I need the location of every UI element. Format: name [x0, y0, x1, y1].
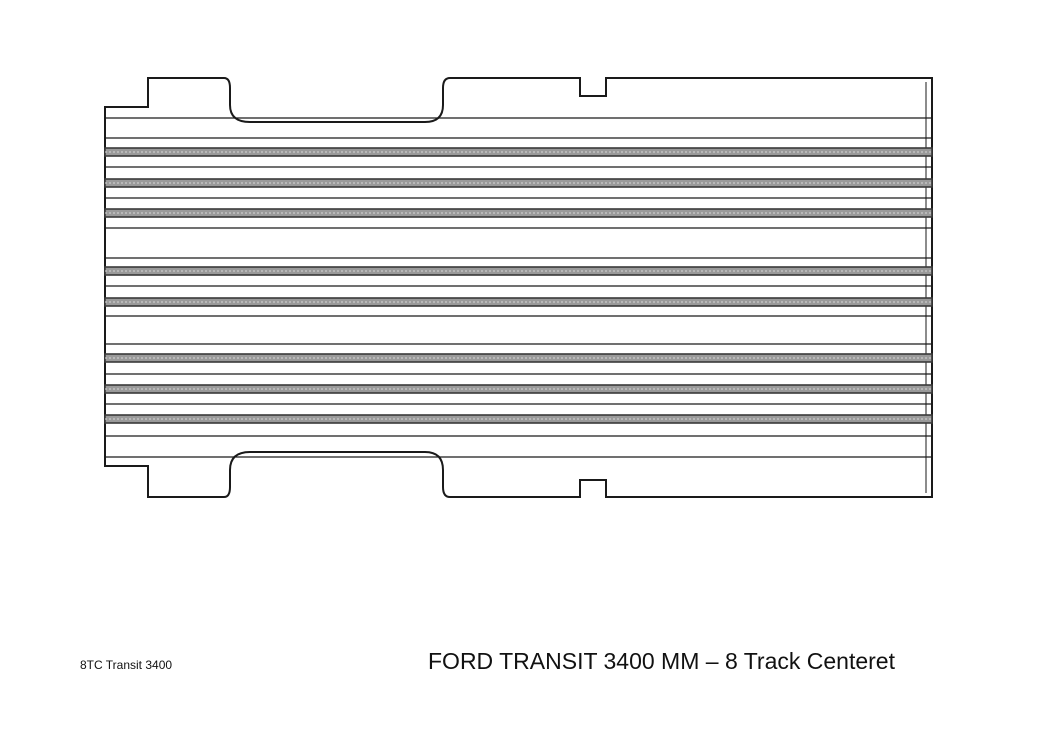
track-rail: [104, 297, 933, 307]
drawing-title: FORD TRANSIT 3400 MM – 8 Track Centeret: [428, 648, 895, 674]
track-rail: [104, 178, 933, 188]
track-rail: [104, 266, 933, 276]
drawing-code-label: 8TC Transit 3400: [80, 658, 173, 672]
track-rail: [104, 414, 933, 424]
floor-ribs: [105, 137, 932, 437]
track-rail: [104, 208, 933, 218]
track-group: [104, 147, 933, 424]
track-rail: [104, 353, 933, 363]
track-rail: [104, 147, 933, 157]
track-rail: [104, 384, 933, 394]
floor-outline: [104, 77, 933, 498]
